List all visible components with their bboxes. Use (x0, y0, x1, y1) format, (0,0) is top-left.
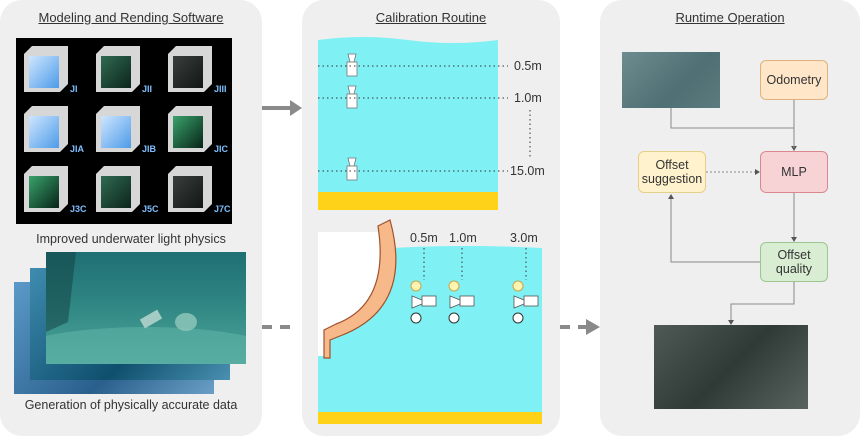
input-camera-image (622, 52, 720, 108)
cube-render: JIB (96, 106, 157, 154)
lamp-icon (410, 280, 524, 292)
cube-label: JI (70, 84, 78, 94)
cube-label: J5C (142, 204, 159, 214)
light-sensor-icon (410, 312, 524, 324)
calibration-depth-diagram (318, 37, 531, 210)
output-camera-image (654, 325, 808, 409)
cube-render: JI (24, 46, 78, 94)
cube-label: JIC (214, 144, 229, 154)
distance-label-2: 1.0m (449, 231, 477, 245)
modeling-caption-top: Improved underwater light physics (36, 232, 226, 246)
cube-label: JIII (214, 84, 227, 94)
cube-label: JIB (142, 144, 157, 154)
cube-render: JIII (168, 46, 227, 94)
cube-render: JIA (24, 106, 85, 154)
calibration-panel-title: Calibration Routine (375, 10, 487, 25)
distance-label-3: 3.0m (510, 231, 538, 245)
camera-icon (411, 295, 539, 309)
offset-quality-node: Offset quality (760, 242, 828, 282)
depth-label-2: 1.0m (514, 91, 542, 105)
distance-label-1: 0.5m (410, 231, 438, 245)
cube-renders: JI JII JIII JIA JIB JIC J3C J5C J7C (24, 46, 231, 214)
runtime-flow-arrows (668, 100, 797, 325)
odometry-node: Odometry (760, 60, 828, 100)
cube-render: JII (96, 46, 152, 94)
cube-label: JII (142, 84, 152, 94)
cube-label: JIA (70, 144, 85, 154)
calibration-hull-diagram (318, 219, 542, 424)
cube-render: J7C (168, 166, 231, 214)
mlp-node: MLP (760, 151, 828, 193)
cube-render: J5C (96, 166, 159, 214)
cube-label: J7C (214, 204, 231, 214)
depth-label-1: 0.5m (514, 59, 542, 73)
modeling-caption-bottom: Generation of physically accurate data (24, 398, 238, 412)
cube-render: JIC (168, 106, 229, 154)
cube-label: J3C (70, 204, 87, 214)
runtime-panel-title: Runtime Operation (675, 10, 785, 25)
offset-suggestion-node: Offset suggestion (638, 151, 706, 193)
sensor-icon (346, 53, 358, 181)
underwater-image-front (46, 252, 246, 364)
underwater-scene (46, 252, 246, 364)
depth-label-3: 15.0m (510, 164, 545, 178)
modeling-panel-title: Modeling and Rending Software (38, 10, 224, 25)
cube-render: J3C (24, 166, 87, 214)
